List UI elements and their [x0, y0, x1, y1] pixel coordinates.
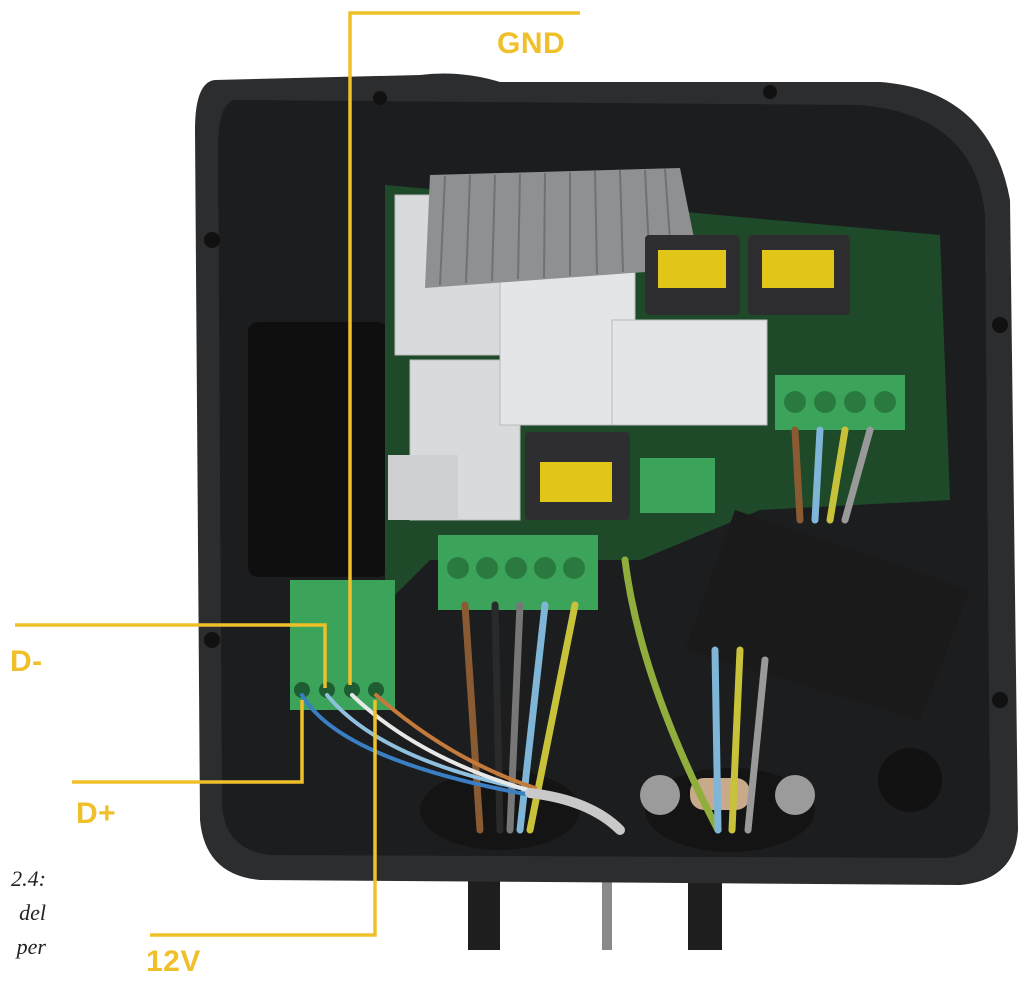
terminal-blocks — [290, 375, 905, 710]
filter-box — [685, 510, 970, 720]
caption-line-1: 2.4: — [11, 866, 46, 891]
d-minus-label: D- — [10, 645, 43, 678]
caption-line-3: per — [16, 934, 46, 959]
gnd-label: GND — [497, 27, 566, 60]
wires — [300, 426, 874, 835]
power-block — [248, 322, 388, 577]
v12-label: 12V — [146, 945, 201, 978]
d-minus-leader-line — [15, 623, 327, 688]
gnd-leader-line — [348, 11, 580, 685]
figure-caption: 2.4: del per — [0, 862, 46, 964]
annotation-lines — [15, 11, 580, 937]
caption-line-2: del — [19, 900, 46, 925]
d-plus-label: D+ — [76, 797, 117, 830]
transformers — [525, 235, 850, 520]
d-plus-leader-line — [72, 700, 304, 784]
bottom-cables — [468, 880, 722, 950]
v12-leader-line — [150, 700, 377, 937]
